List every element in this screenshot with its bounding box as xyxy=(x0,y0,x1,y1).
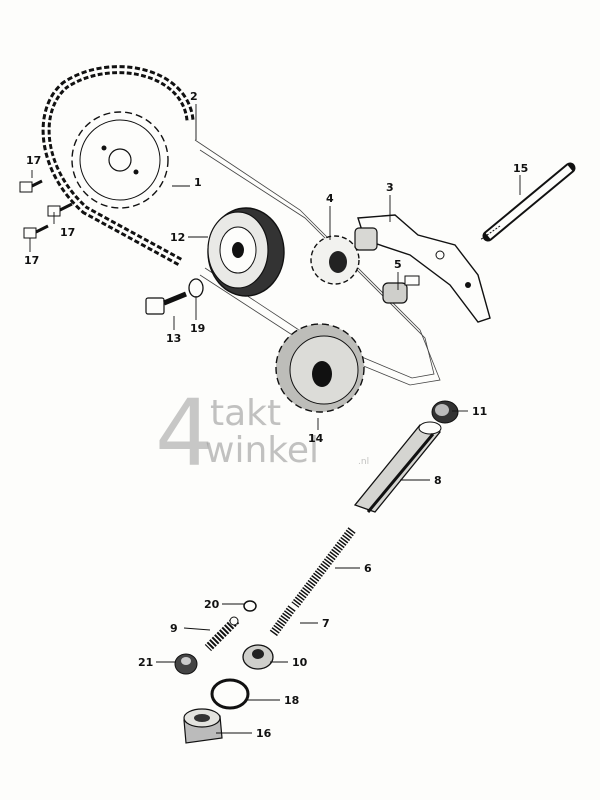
callout-9: 9 xyxy=(170,622,178,635)
o-ring xyxy=(210,678,250,710)
watermark: 4 takt winkel .nl xyxy=(155,380,369,487)
callout-numbers: 1 2 3 4 5 6 7 8 9 10 11 12 13 14 15 16 1… xyxy=(24,90,528,740)
callout-4: 4 xyxy=(326,192,334,205)
roller-bolt xyxy=(145,291,187,315)
callout-3: 3 xyxy=(386,181,394,194)
arm-pin xyxy=(382,275,420,304)
callout-13: 13 xyxy=(166,332,181,345)
bushing xyxy=(242,644,274,670)
callout-12: 12 xyxy=(170,231,185,244)
watermark-digit: 4 xyxy=(155,380,214,487)
small-sprocket xyxy=(310,235,360,285)
tensioner-roller xyxy=(207,207,285,297)
callout-19: 19 xyxy=(190,322,205,335)
callout-1: 1 xyxy=(194,176,202,189)
long-bolt xyxy=(479,162,576,242)
callout-8: 8 xyxy=(434,474,442,487)
leader-lines xyxy=(29,104,521,734)
short-spring xyxy=(269,605,296,637)
callout-21: 21 xyxy=(138,656,153,669)
callout-17b: 17 xyxy=(60,226,75,239)
callout-17a: 17 xyxy=(26,154,41,167)
watermark-word-takt: takt xyxy=(210,393,281,434)
watermark-tld: .nl xyxy=(358,457,369,467)
callout-18: 18 xyxy=(284,694,299,707)
drive-sprocket xyxy=(275,323,365,413)
callout-14: 14 xyxy=(308,432,324,445)
callout-16: 16 xyxy=(256,727,272,740)
callout-2: 2 xyxy=(190,90,198,103)
callout-11: 11 xyxy=(472,405,487,418)
nut xyxy=(174,653,198,675)
callout-6: 6 xyxy=(364,562,372,575)
callout-10: 10 xyxy=(292,656,308,669)
callout-5: 5 xyxy=(394,258,402,271)
roller-washer xyxy=(188,278,204,298)
sealing-plug xyxy=(183,708,223,744)
threaded-pin xyxy=(204,616,240,652)
callout-17c: 17 xyxy=(24,254,39,267)
small-washer xyxy=(243,600,257,612)
push-rod xyxy=(353,421,442,513)
callout-7: 7 xyxy=(322,617,330,630)
watermark-word-winkel: winkel xyxy=(205,430,319,471)
push-rod-cap xyxy=(431,400,459,424)
callout-15: 15 xyxy=(513,162,528,175)
long-spring xyxy=(291,527,356,608)
cam-sprocket xyxy=(71,111,169,209)
cam-chain xyxy=(41,65,195,266)
callout-20: 20 xyxy=(204,598,220,611)
tensioner-arm xyxy=(354,214,491,323)
